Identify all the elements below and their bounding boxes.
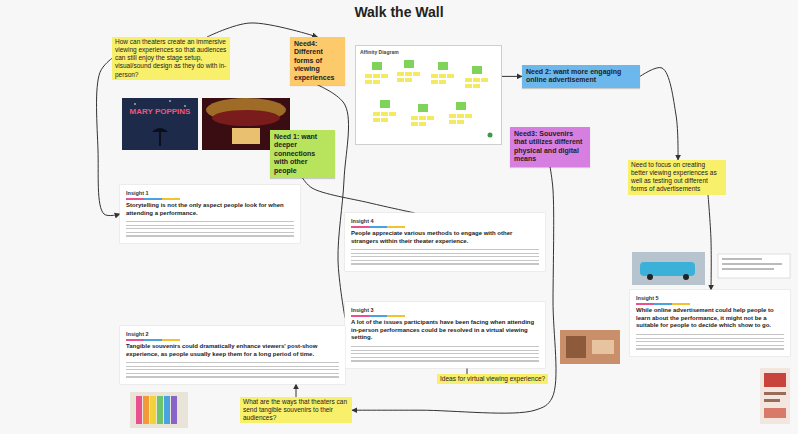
note-text: Affinity Diagram xyxy=(360,49,497,55)
card-heading: Insight 2 xyxy=(126,331,339,341)
connector xyxy=(97,58,120,215)
book-stripe xyxy=(164,396,170,424)
connector xyxy=(352,167,556,414)
note-cluster xyxy=(373,100,396,122)
note-text: Tangible souvenirs could dramatically en… xyxy=(126,343,339,358)
photo-detail xyxy=(566,336,586,358)
note-text: Storytelling is not the only aspect peop… xyxy=(126,202,294,217)
question-note: How can theaters create an immersive vie… xyxy=(112,37,230,80)
note-cluster xyxy=(449,102,472,124)
connector xyxy=(318,85,349,318)
book-stripe xyxy=(171,396,177,424)
star xyxy=(184,105,186,107)
star xyxy=(169,100,171,102)
need-note: Need 2: want more engaging online advert… xyxy=(522,65,640,88)
connector xyxy=(207,23,318,37)
figure-body xyxy=(159,132,161,146)
affinity-panel xyxy=(355,45,502,145)
note-text: Need3: Souvenirs that utilizes different… xyxy=(514,130,586,164)
card-heading: Insight 3 xyxy=(351,307,539,317)
flyer-line xyxy=(764,392,786,395)
stage-light xyxy=(232,128,260,144)
connector xyxy=(296,384,297,397)
insight-card: Insight 3 A lot of the issues participant… xyxy=(345,302,545,368)
card-heading: Insight 5 xyxy=(636,295,784,305)
need-note: Need4: Different forms of viewing experi… xyxy=(290,37,345,85)
page-title: Walk the Wall xyxy=(0,4,798,20)
balcony-tier xyxy=(212,110,280,126)
screenshot-line xyxy=(722,268,774,270)
card-heading: Insight 1 xyxy=(126,190,294,200)
card-heading: Insight 4 xyxy=(351,218,539,228)
insight-card: Insight 4 People appreciate various metho… xyxy=(345,213,545,271)
note-cluster xyxy=(365,62,388,84)
connector xyxy=(502,76,522,77)
note-text: What are the ways that theaters can send… xyxy=(243,398,349,422)
insight-card: Insight 5 While online advertisement coul… xyxy=(630,290,790,356)
note-text: A lot of the issues participants have be… xyxy=(351,319,539,342)
screenshot xyxy=(718,254,790,278)
connector xyxy=(640,68,678,160)
flyer-photo xyxy=(760,368,790,424)
car-body xyxy=(640,262,695,276)
affinity-panel: Affinity Diagram xyxy=(355,45,502,145)
wheel xyxy=(683,274,689,280)
note-text: Need 1: want deeper connections with oth… xyxy=(274,133,331,175)
note-cluster xyxy=(431,62,454,84)
car-photo xyxy=(632,252,705,285)
need-note: Need 1: want deeper connections with oth… xyxy=(270,130,335,178)
note-cluster xyxy=(397,60,420,82)
book-stripe xyxy=(150,396,156,424)
screenshot-line xyxy=(722,258,762,260)
star xyxy=(134,103,136,105)
need-note: Need3: Souvenirs that utilizes different… xyxy=(510,127,590,167)
wheel xyxy=(647,274,653,280)
book-stripe xyxy=(136,396,142,424)
connector xyxy=(708,195,711,291)
note-text: Need4: Different forms of viewing experi… xyxy=(294,40,341,82)
flyer-block xyxy=(764,408,786,418)
panel-dot xyxy=(488,133,493,138)
book-stripe xyxy=(157,396,163,424)
idea-note: Ideas for virtual viewing experience? xyxy=(437,374,548,384)
note-cluster xyxy=(465,66,488,88)
insight-card: Insight 2 Tangible souvenirs could dramat… xyxy=(120,326,345,384)
screenshot-line xyxy=(722,263,782,265)
focus-note: Need to focus on creating better viewing… xyxy=(628,160,726,195)
note-cluster xyxy=(411,104,434,126)
note-text: Need 2: want more engaging online advert… xyxy=(526,68,636,85)
flyer-block xyxy=(764,373,786,387)
book-photo xyxy=(130,392,188,428)
flyer-line xyxy=(764,399,780,402)
note-text: People appreciate various methods to eng… xyxy=(351,230,539,245)
connector xyxy=(303,178,416,213)
insight-card: Insight 1 Storytelling is not the only as… xyxy=(120,185,300,243)
photo-detail xyxy=(592,340,614,354)
umbrella-figure xyxy=(152,128,168,132)
question-note: What are the ways that theaters can send… xyxy=(240,397,352,423)
note-text: Ideas for virtual viewing experience? xyxy=(440,375,545,383)
book-stripe xyxy=(143,396,149,424)
note-text: While online advertisement could help pe… xyxy=(636,307,784,330)
note-text: How can theaters create an immersive vie… xyxy=(115,38,227,79)
poster-title: MARY POPPINS xyxy=(124,108,196,117)
venue-photo xyxy=(560,330,620,364)
note-text: Need to focus on creating better viewing… xyxy=(631,161,723,194)
poster-photo xyxy=(122,98,198,150)
